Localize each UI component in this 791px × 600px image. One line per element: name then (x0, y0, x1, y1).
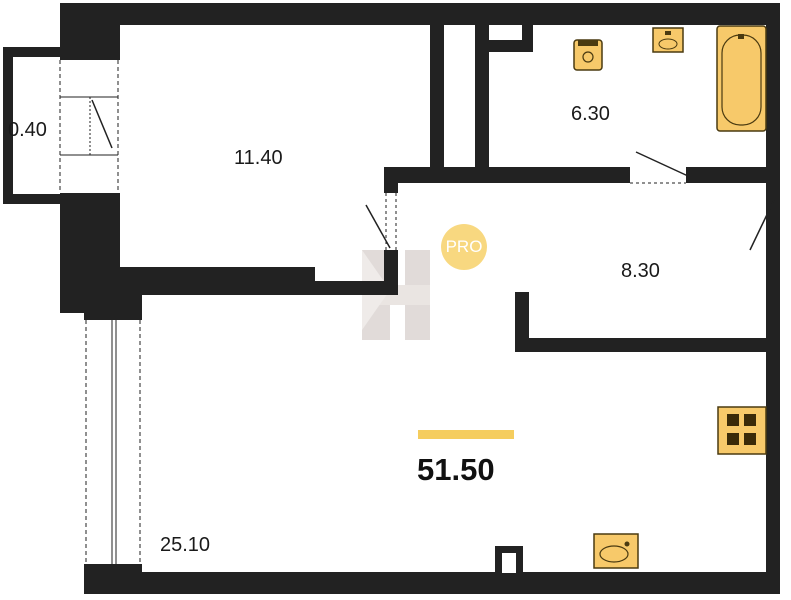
wall-bedroom-step (312, 281, 384, 295)
shaft-top (475, 40, 533, 52)
column-bottom-inner (502, 553, 516, 573)
wall-hall-partition-v (515, 292, 529, 352)
wall-left-upper (60, 3, 120, 60)
living-area-label: 25.10 (160, 534, 211, 556)
balcony-wall-bottom (3, 194, 63, 204)
wall-bottom-left-cap (84, 564, 142, 576)
pro-badge-text: PRO (445, 237, 483, 256)
bedroom-area-label: 11.40 (234, 147, 283, 169)
balcony-window (59, 60, 119, 193)
sink-icon (652, 27, 684, 53)
shaft-right (522, 20, 533, 52)
wall-top (60, 3, 780, 25)
stove-icon (717, 406, 767, 455)
wall-right (766, 3, 780, 593)
kitchen-sink-icon (593, 533, 639, 569)
pro-badge: PRO (441, 224, 487, 270)
wall-bath-left (475, 20, 489, 170)
living-window (85, 320, 141, 564)
balcony-wall-left (3, 47, 13, 204)
wall-living-top (140, 281, 315, 295)
balcony-wall-top (3, 47, 63, 57)
wall-bedroom-bottom (120, 267, 315, 281)
walls (3, 3, 780, 594)
wall-hall-top-left (384, 167, 630, 183)
total-area-label: 51.50 (417, 452, 495, 487)
wall-left-step (84, 280, 142, 320)
bathtub-icon (716, 25, 767, 132)
total-area-accent-bar (418, 430, 514, 439)
toilet-icon (573, 39, 603, 71)
doors (365, 151, 775, 264)
bathroom-area-label: 6.30 (571, 103, 610, 125)
wall-hall-top-right (686, 167, 780, 183)
wall-bottom (84, 572, 780, 594)
balcony-area-label: 0.40 (8, 119, 47, 141)
wall-bedroom-right-lower2 (384, 250, 398, 295)
hallway-area-label: 8.30 (621, 260, 660, 282)
wall-hall-partition-h (515, 338, 780, 352)
wall-bedroom-right (430, 20, 444, 170)
